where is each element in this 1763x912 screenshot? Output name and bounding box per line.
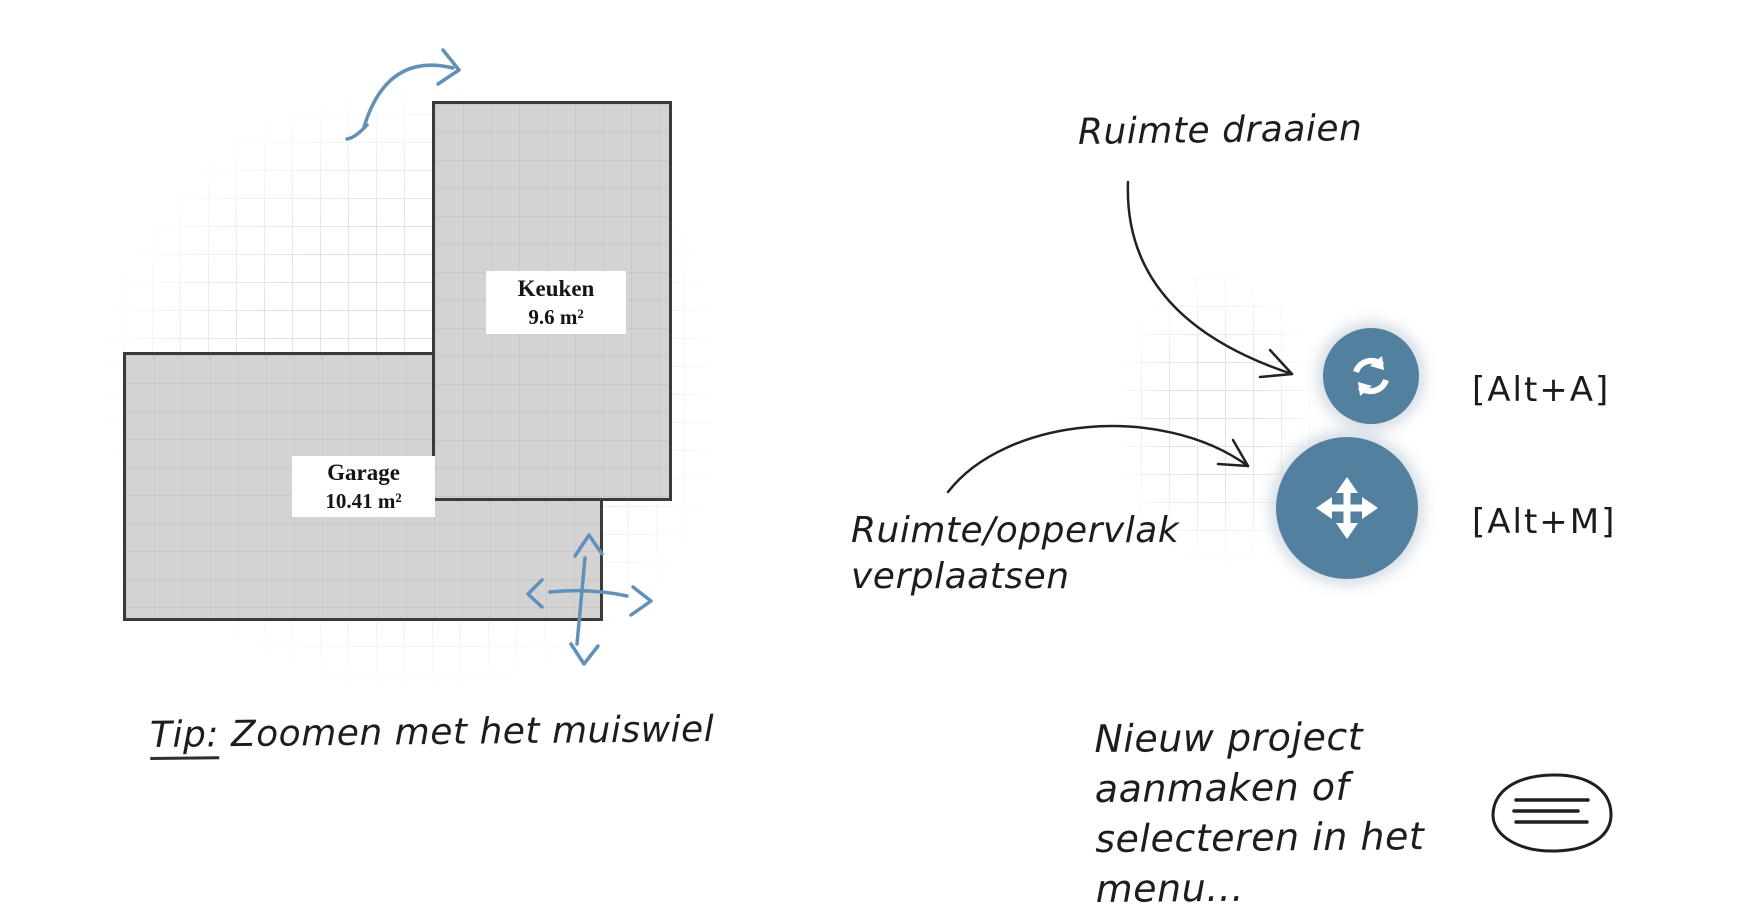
room-label-garage: Garage 10.41 m² — [292, 456, 435, 517]
annotation-arrow-move — [946, 424, 1250, 494]
tip-text: Zoomen met het muiswiel — [230, 709, 715, 756]
move-button[interactable] — [1276, 437, 1418, 579]
move-icon — [1316, 477, 1378, 539]
annotation-arrow-rotate — [1126, 180, 1294, 379]
move-caption-line1: Ruimte/oppervlak — [851, 510, 1180, 551]
move-shortcut: [Alt+M] — [1472, 502, 1617, 542]
room-name: Garage — [327, 460, 400, 485]
rotate-sketch-arrow — [345, 48, 461, 141]
room-name: Keuken — [517, 276, 595, 301]
rotate-shortcut: [Alt+A] — [1472, 370, 1611, 410]
move-caption: Ruimte/oppervlak verplaatsen — [851, 508, 1179, 600]
tip-prefix: Tip: — [149, 714, 220, 760]
rotate-button[interactable] — [1323, 328, 1419, 424]
move-caption-line2: verplaatsen — [851, 556, 1070, 597]
menu-caption-line2: selecteren in het menu... — [1095, 814, 1425, 912]
rotate-caption: Ruimte draaien — [1077, 108, 1363, 153]
room-area: 10.41 m² — [325, 488, 402, 513]
rotate-icon — [1353, 356, 1389, 396]
menu-caption-line1: Nieuw project aanmaken of — [1094, 714, 1364, 812]
move-cross-sketch — [526, 533, 653, 666]
zoom-tip: Tip:Zoomen met het muiswiel — [149, 709, 715, 760]
menu-icon[interactable] — [1486, 770, 1618, 856]
room-label-keuken: Keuken 9.6 m² — [486, 271, 626, 334]
room-area: 9.6 m² — [528, 304, 584, 329]
